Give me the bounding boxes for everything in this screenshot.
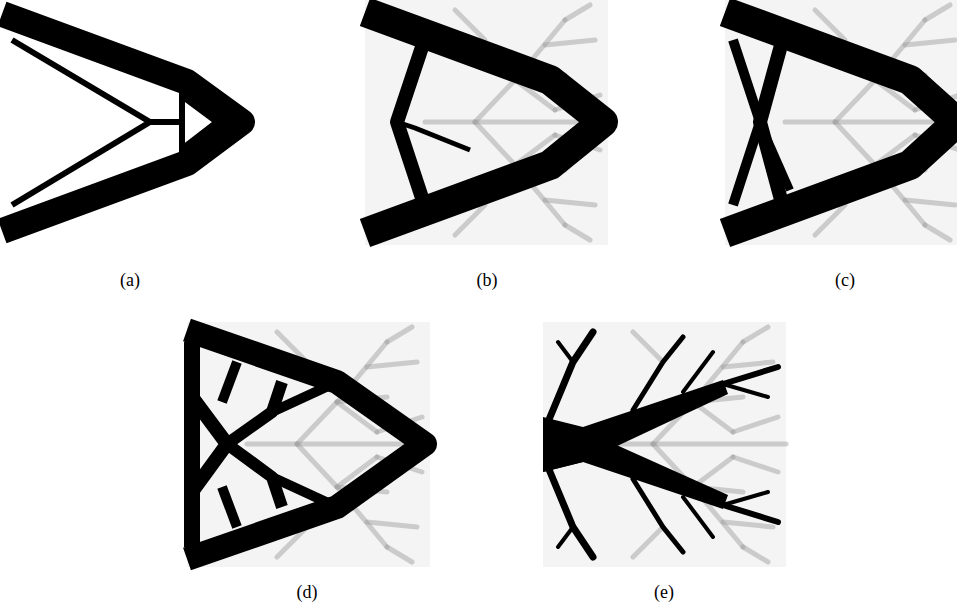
subfigure-label: (c) xyxy=(835,270,855,291)
subfigure-label: (e) xyxy=(654,582,674,603)
structure-c xyxy=(725,0,957,245)
subfigure-label: (d) xyxy=(297,582,318,603)
subfigure-label: (b) xyxy=(477,270,498,291)
structure-e xyxy=(543,322,786,567)
structure-b xyxy=(365,0,608,245)
structure-d xyxy=(187,322,430,567)
structure-a xyxy=(2,14,242,231)
subfigure-label: (a) xyxy=(120,270,140,291)
